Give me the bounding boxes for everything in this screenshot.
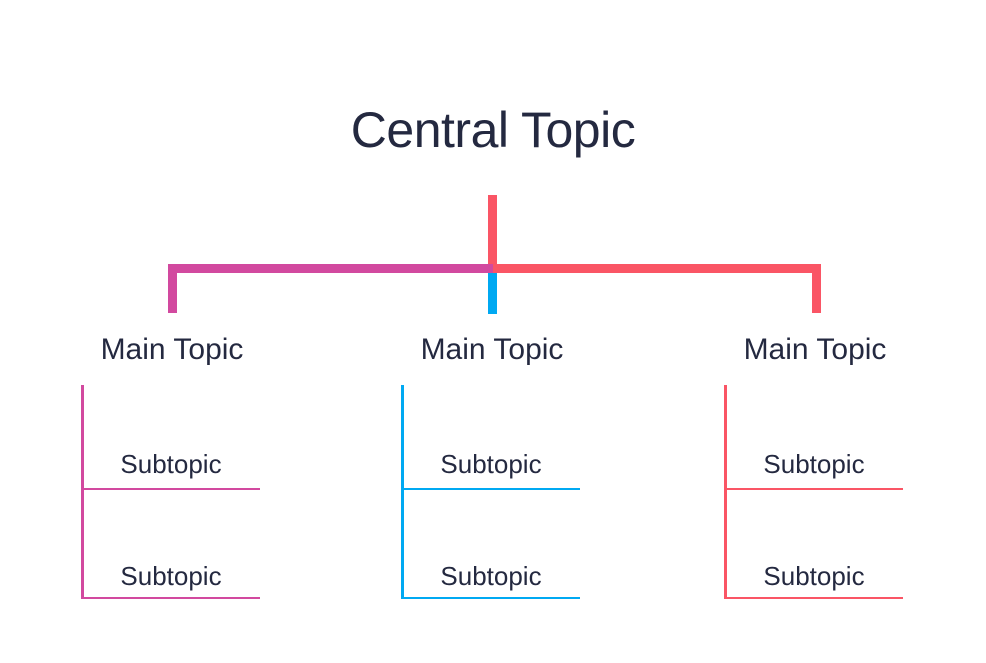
subtopic-label[interactable]: Subtopic: [763, 449, 865, 479]
main-topic-label[interactable]: Main Topic: [420, 333, 564, 366]
subtopic-label[interactable]: Subtopic: [763, 561, 865, 591]
subtopic-rail-line: [724, 385, 727, 599]
subtopic-label[interactable]: Subtopic: [120, 449, 222, 479]
subtopic-underline: [725, 597, 903, 599]
subtopic-label[interactable]: Subtopic: [440, 449, 542, 479]
subtopic-underline: [402, 597, 580, 599]
center-branch-drop-line: [488, 273, 497, 314]
subtopic-label[interactable]: Subtopic: [440, 561, 542, 591]
subtopic-underline: [725, 488, 903, 490]
subtopic-underline: [82, 597, 260, 599]
right-branch-drop-line: [812, 264, 821, 313]
branch-bar-left-line: [168, 264, 493, 273]
subtopic-label[interactable]: Subtopic: [120, 561, 222, 591]
branch-center: Main Topic Subtopic Subtopic: [401, 330, 581, 602]
subtopic-underline: [82, 488, 260, 490]
central-topic-label[interactable]: Central Topic: [350, 102, 636, 158]
branch-left: Main Topic Subtopic Subtopic: [81, 330, 261, 602]
main-topic-label[interactable]: Main Topic: [100, 333, 244, 366]
main-topic-label[interactable]: Main Topic: [743, 333, 887, 366]
left-branch-drop-line: [168, 264, 177, 313]
branch-right: Main Topic Subtopic Subtopic: [724, 330, 904, 602]
branch-bar-right-line: [493, 264, 821, 273]
root-stem-line: [488, 195, 497, 266]
subtopic-underline: [402, 488, 580, 490]
subtopic-rail-line: [401, 385, 404, 599]
subtopic-rail-line: [81, 385, 84, 599]
